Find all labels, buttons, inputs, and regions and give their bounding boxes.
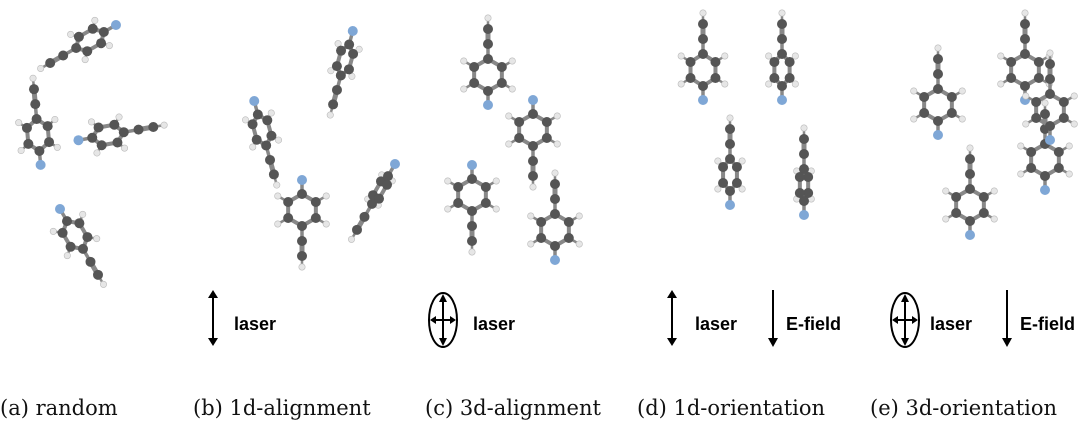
legend-efield-label-d: E-field [786,314,841,334]
molecule-d-4 [793,124,815,220]
molecule-d-3 [714,114,746,210]
legend-laser-label-b: laser [234,314,276,334]
molecule-e-4 [1017,99,1073,195]
molecule-b-2 [326,26,363,119]
efield-arrow-d [768,290,778,347]
molecule-c-2 [505,95,561,191]
caption-3d-orientation: (e) 3d-orientation [870,396,1057,420]
molecule-a-4 [49,204,108,288]
legend-efield-label-e: E-field [1020,314,1075,334]
molecule-c-3 [444,160,500,256]
caption-1d-alignment: (b) 1d-alignment [193,396,371,420]
laser-polarization-ellipse-e [890,292,920,348]
molecule-b-4 [347,159,400,243]
legend-laser-label-d: laser [695,314,737,334]
efield-arrow-e [1002,290,1012,347]
molecule-a-1 [37,16,121,73]
laser-polarization-arrow-d [667,290,677,346]
molecule-c-1 [460,14,516,110]
legend-laser-label-c: laser [473,314,515,334]
molecule-e-5 [1022,49,1078,145]
legend-laser-label-e: laser [930,314,972,334]
molecule-layer [15,9,1078,288]
molecule-a-2 [15,74,61,170]
caption-random: (a) random [0,396,118,420]
molecule-b-1 [241,96,283,189]
molecule-e-1 [910,44,966,140]
molecule-a-3 [73,113,168,157]
caption-3d-alignment: (c) 3d-alignment [425,396,602,420]
molecule-c-4 [527,169,583,265]
molecule-e-2 [997,9,1053,105]
molecule-e-3 [942,144,998,240]
laser-polarization-ellipse-c [428,292,458,348]
caption-1d-orientation: (d) 1d-orientation [637,396,825,420]
laser-polarization-arrow-b [208,290,218,346]
molecule-d-2 [765,9,799,105]
molecule-b-3 [274,175,330,271]
legend-layer [208,290,1012,348]
molecule-d-1 [677,9,729,105]
